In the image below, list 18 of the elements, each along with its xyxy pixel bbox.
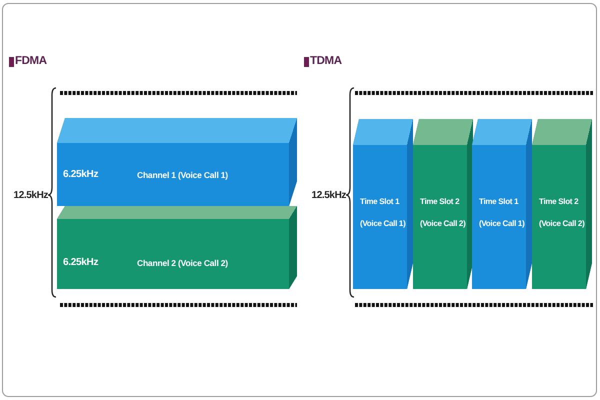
block-3d	[472, 119, 532, 289]
section-title: FDMA	[15, 55, 47, 68]
channel-label: Channel 1 (Voice Call 1)	[137, 171, 228, 180]
block-3d	[353, 119, 413, 289]
time-slot-label: Time Slot 1 (Voice Call 1)	[360, 196, 406, 230]
time-slot-label: Time Slot 2 (Voice Call 2)	[539, 196, 586, 230]
time-slot-label: Time Slot 2 (Voice Call 2)	[420, 196, 466, 230]
time-slot-label: Time Slot 1 (Voice Call 1)	[479, 196, 526, 230]
bandwidth-label: 6.25kHz	[63, 257, 98, 268]
channel-label: Channel 2 (Voice Call 2)	[137, 259, 228, 268]
bandwidth-label: 12.5kHz	[312, 190, 346, 201]
block-3d	[532, 119, 592, 289]
section-title: TDMA	[310, 55, 342, 68]
bandwidth-label: 6.25kHz	[63, 169, 98, 180]
block-3d	[413, 119, 473, 289]
block-3d	[57, 206, 297, 289]
bandwidth-label: 12.5kHz	[14, 190, 48, 201]
block-3d	[57, 118, 297, 206]
